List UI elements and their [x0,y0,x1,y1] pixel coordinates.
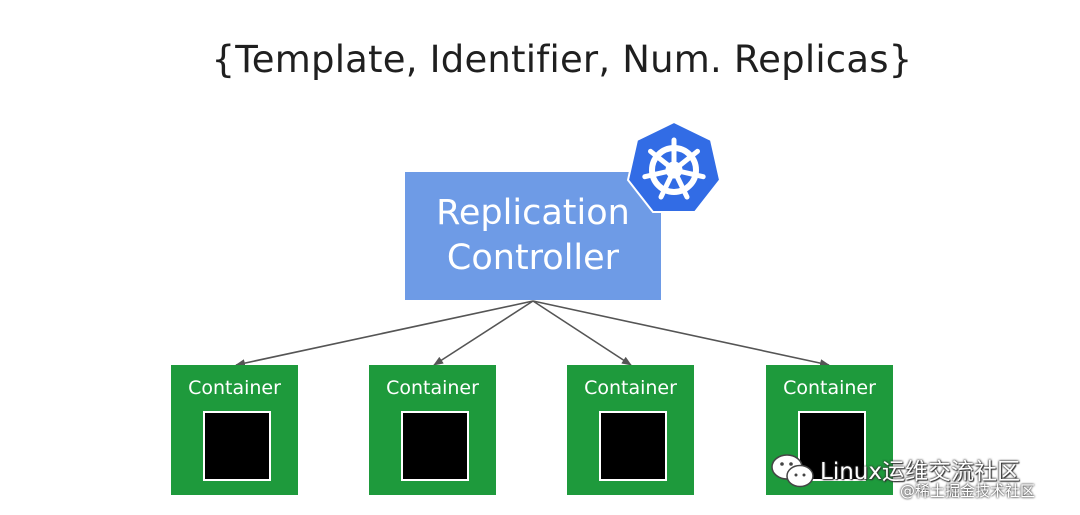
replication-controller-box: Replication Controller [405,172,661,300]
controller-label-line2: Controller [446,238,620,278]
container-inner-square [401,411,469,481]
container-label: Container [386,377,479,399]
diagram-title: {Template, Identifier, Num. Replicas} [211,38,913,81]
watermark: Linux运维交流社区 @稀土掘金技术社区 [770,448,1070,508]
container-box-2: Container [369,365,496,495]
container-inner-square [203,411,271,481]
container-box-3: Container [567,365,694,495]
watermark-main-text: Linux运维交流社区 [820,459,1020,485]
arrow-to-container-1 [235,300,534,368]
wechat-icon [771,454,814,488]
kubernetes-helm-wheel-icon [626,120,722,213]
container-box-1: Container [171,365,298,495]
arrow-to-container-3 [532,300,632,366]
controller-label-line1: Replication [436,193,630,233]
container-label: Container [188,377,281,399]
watermark-sub-text: @稀土掘金技术社区 [900,482,1036,500]
arrow-to-container-4 [532,300,830,368]
arrow-to-container-2 [433,300,534,366]
container-inner-square [599,411,667,481]
container-label: Container [584,377,677,399]
container-label: Container [783,377,876,399]
